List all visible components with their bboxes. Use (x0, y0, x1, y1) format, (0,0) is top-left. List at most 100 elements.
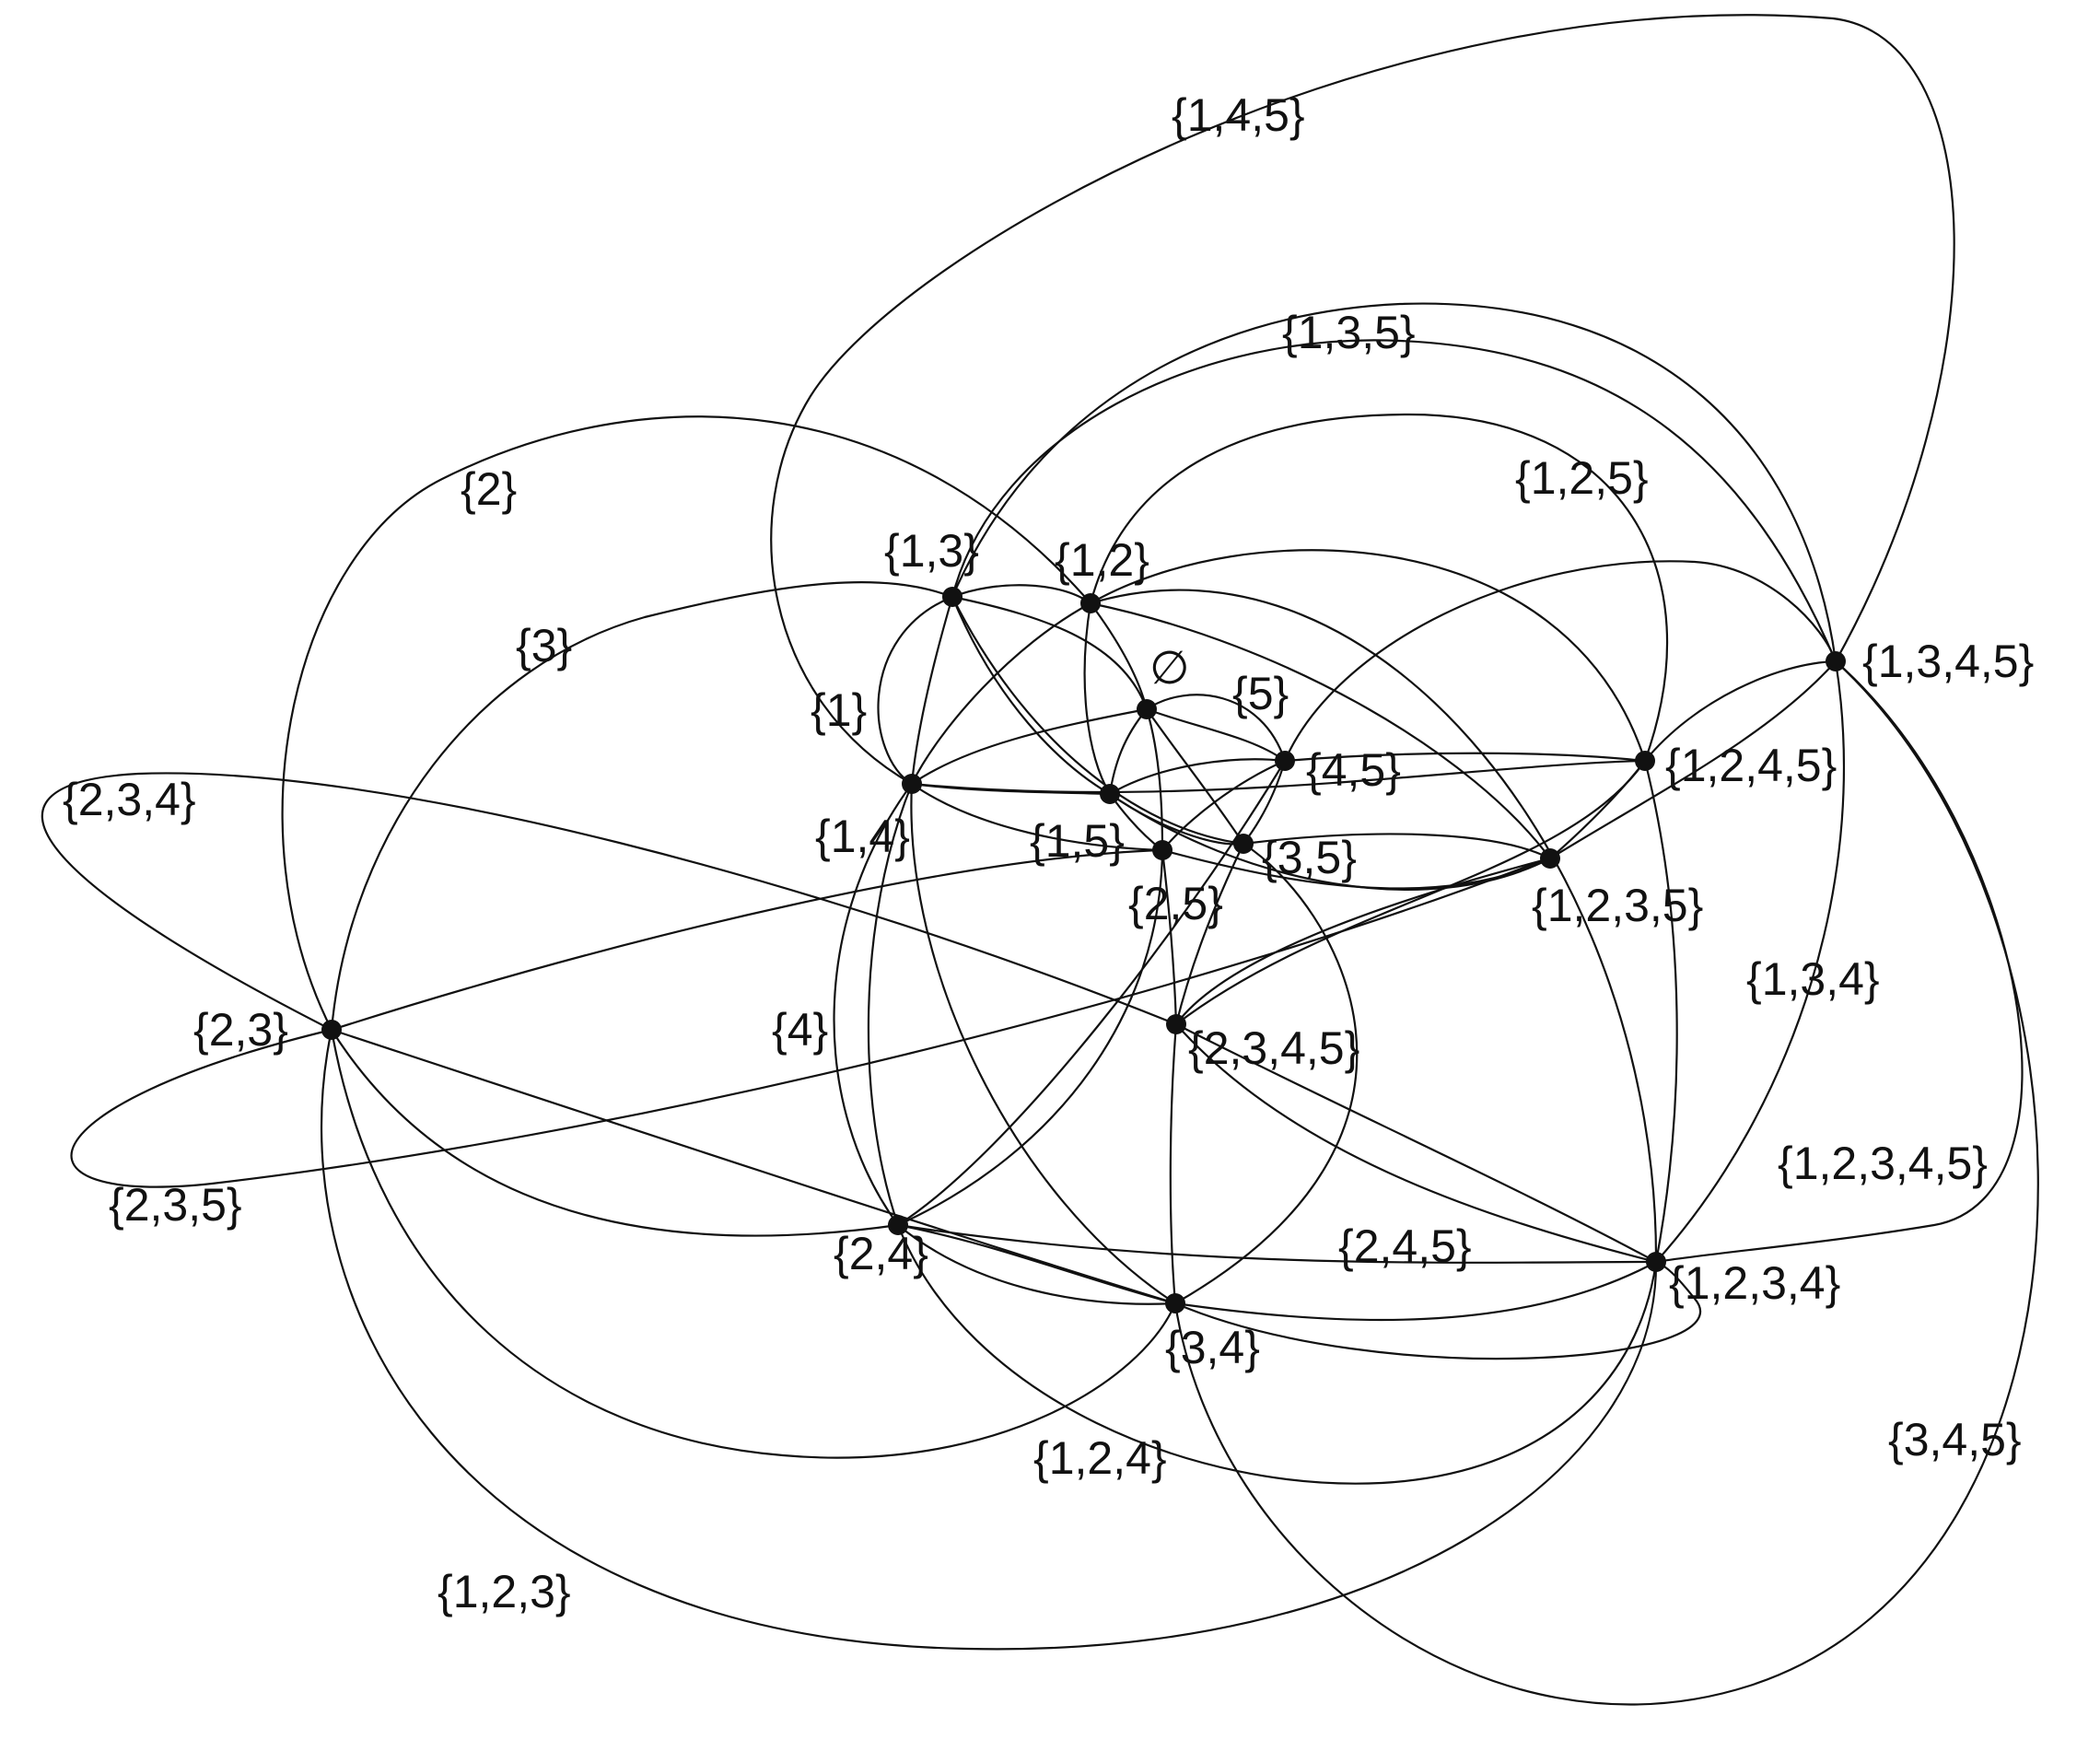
vertex-1345 (1826, 651, 1846, 671)
edge-45-25 (1161, 759, 1286, 851)
vertex-1234 (1646, 1252, 1666, 1272)
face-label-2: {2} (461, 463, 517, 515)
vertex-label-13: {1,3} (884, 525, 979, 577)
edge-34-1234 (1174, 1261, 1657, 1322)
edge-35-34 (1174, 843, 1359, 1304)
edge-23-24 (331, 1029, 899, 1237)
vertex-label-1234: {1,2,3,4} (1669, 1257, 1840, 1309)
face-label-245: {2,4,5} (1338, 1220, 1472, 1272)
vertex-15 (1100, 784, 1120, 804)
edges (41, 14, 2039, 1706)
edge-14-24 (867, 783, 914, 1226)
edge-12-1234-arc (1090, 589, 1658, 1263)
edge-35-2345 (1174, 843, 1244, 1025)
edge-25-2345 (1161, 849, 1178, 1025)
edge-24-34 (897, 1223, 1176, 1305)
face-label-4: {4} (772, 1004, 828, 1056)
edge-13-14 (910, 596, 954, 785)
vertex-13 (942, 587, 962, 607)
vertex-2345 (1166, 1014, 1186, 1034)
vertex-label-24: {2,4} (834, 1228, 928, 1279)
edge-12-1245-arc (1090, 549, 1647, 762)
vertex-12 (1080, 593, 1101, 613)
edge-1235-2345 (1175, 857, 1551, 1025)
vertex-label-45: {4,5} (1306, 744, 1401, 796)
vertex-25 (1152, 840, 1172, 860)
vertex-1245 (1635, 751, 1655, 771)
edge-12-14 (911, 602, 1091, 785)
edge-13-empty (951, 595, 1149, 710)
edge-23-34 (331, 1028, 1176, 1305)
edge-13-15 (951, 596, 1111, 795)
edge-1245-1234 (1643, 760, 1678, 1263)
edge-empty-15 (1108, 708, 1148, 795)
edge-empty-45 (1146, 707, 1286, 762)
vertex-label-1235: {1,2,3,5} (1532, 880, 1703, 931)
vertex-label-1345: {1,3,4,5} (1862, 636, 2034, 687)
edge-15-1235 (1109, 793, 1551, 891)
edge-12-15 (1083, 602, 1111, 795)
edge-1345-34 (1173, 660, 2039, 1706)
vertex-label-12: {1,2} (1055, 534, 1149, 586)
edge-2345-1234-b (1175, 1023, 1657, 1264)
edge-empty-35 (1146, 708, 1244, 845)
face-label-12345: {1,2,3,4,5} (1778, 1138, 1988, 1189)
vertex-labels: {1,3} {1,2} ∅ {5} {4,5} {1,4} {1,5} {2,5… (193, 525, 2034, 1373)
edge-2345-1234 (1175, 1023, 1657, 1263)
edge-arc-2 (281, 415, 1091, 1031)
edge-1245-2345 (1175, 760, 1646, 1025)
edge-arc-125 (1089, 413, 1669, 762)
vertex-23 (321, 1020, 342, 1040)
vertex-label-empty: ∅ (1149, 642, 1190, 694)
edge-12-1235 (1090, 601, 1551, 859)
vertex-label-34: {3,4} (1165, 1322, 1260, 1373)
edge-empty-5 (1146, 694, 1287, 762)
edge-empty-25 (1145, 708, 1164, 851)
edge-13-12 (951, 584, 1091, 604)
vertex-label-15: {1,5} (1030, 815, 1125, 867)
face-label-124: {1,2,4} (1033, 1432, 1167, 1484)
edge-23-34-arc (330, 1029, 1177, 1459)
edge-14-1245 (911, 759, 1646, 794)
edge-15-45 (1109, 758, 1286, 795)
vertex-label-35: {3,5} (1262, 832, 1357, 883)
edge-25-1235 (1161, 848, 1551, 890)
edge-loop-234 (41, 772, 1177, 1031)
vertex-35 (1233, 834, 1254, 854)
edge-2345-34 (1169, 1023, 1178, 1304)
vertex-1235 (1540, 848, 1560, 869)
vertex-label-23: {2,3} (193, 1004, 288, 1056)
edge-34-1234-loop (1174, 1260, 1702, 1360)
edge-45-1345 (1283, 560, 1838, 762)
face-label-123: {1,2,3} (438, 1566, 571, 1617)
edge-13-35 (951, 596, 1244, 846)
edge-45-1245 (1284, 752, 1646, 763)
face-label-125: {1,2,5} (1515, 452, 1649, 504)
edge-1235-1345 (1549, 660, 1837, 859)
edge-1345-1234-loop (1655, 660, 2024, 1264)
vertex-label-1245: {1,2,4,5} (1665, 740, 1837, 791)
vertex-14 (902, 774, 922, 794)
edge-23-25 (331, 848, 1163, 1032)
edge-24-1234 (897, 1223, 1657, 1264)
face-label-134: {1,3,4} (1746, 953, 1880, 1005)
edge-23-1234 (320, 1029, 1658, 1651)
edge-arc-3 (330, 581, 953, 1031)
face-label-3: {3} (516, 620, 572, 671)
edge-loop-235 (70, 857, 1548, 1188)
edge-24-1234-arc (896, 1224, 1658, 1485)
edge-14-24-b (833, 783, 913, 1226)
edge-loop-145 (770, 14, 1955, 785)
edge-1345-1234 (1655, 660, 1845, 1263)
edge-13-14-b (877, 595, 953, 785)
vertex-label-14: {1,4} (815, 811, 910, 862)
edge-12-empty (1090, 602, 1149, 710)
edge-45-24 (897, 760, 1286, 1226)
face-label-234: {2,3,4} (63, 774, 196, 825)
edge-14-25 (911, 783, 1163, 852)
vertex-label-2345: {2,3,4,5} (1188, 1022, 1359, 1074)
edge-arc-135-b (951, 339, 1838, 662)
edge-empty-14 (911, 707, 1148, 785)
face-label-235: {2,3,5} (109, 1179, 242, 1231)
